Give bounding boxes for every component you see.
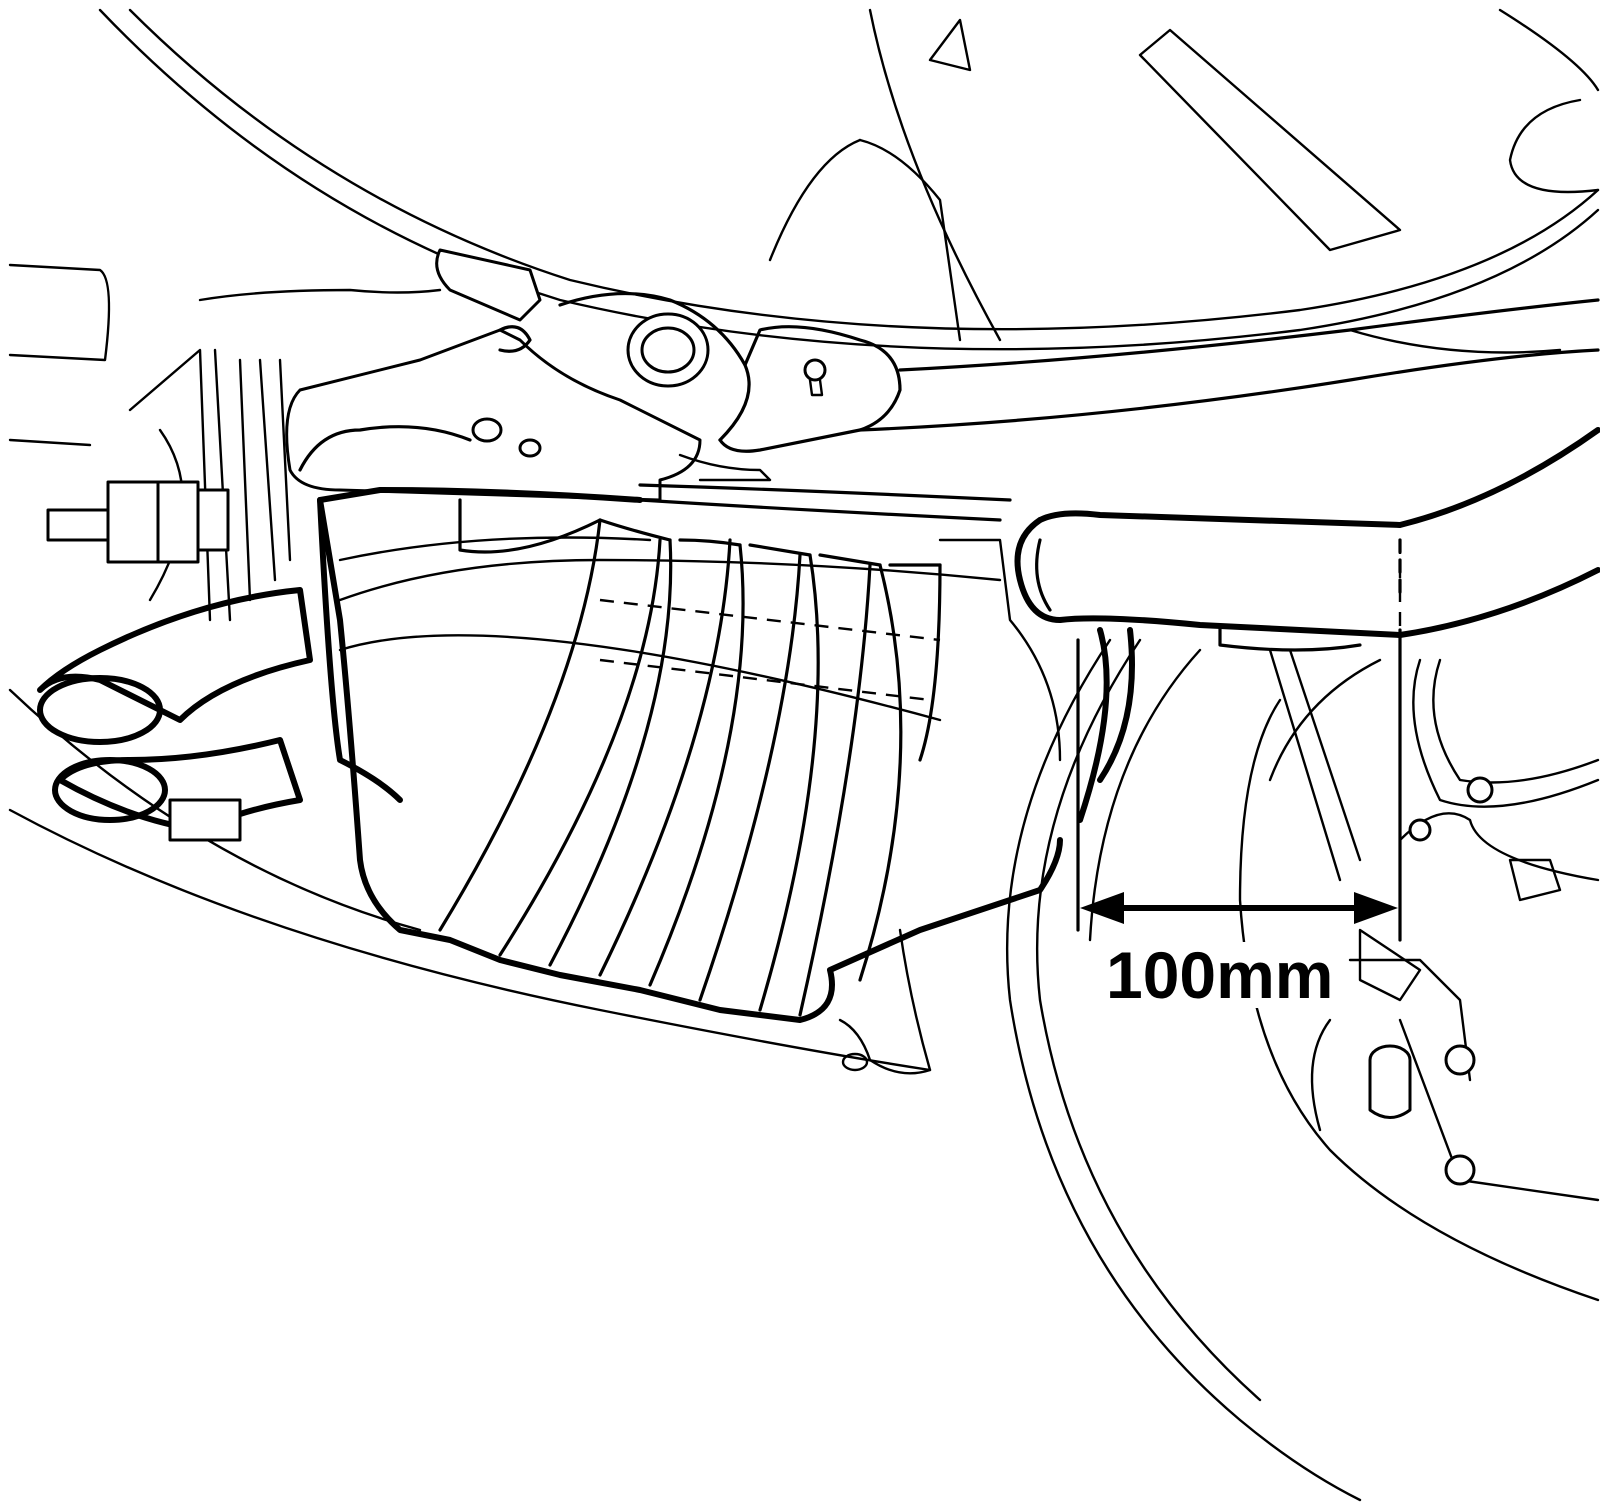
filler-bracket <box>285 248 772 502</box>
suspension-arm <box>558 291 1600 453</box>
heat-shield <box>317 483 1063 1075</box>
dimension-indicator <box>1076 538 1402 942</box>
rear-wheel <box>1005 638 1600 1502</box>
fuel-pipe <box>1014 427 1600 823</box>
wheel-arcs-top <box>8 8 1600 447</box>
left-structure <box>8 288 932 1072</box>
dimension-label: 100mm <box>1102 942 1338 1008</box>
dimension-arrow-left <box>1080 892 1124 924</box>
dimension-arrow-right <box>1354 892 1398 924</box>
